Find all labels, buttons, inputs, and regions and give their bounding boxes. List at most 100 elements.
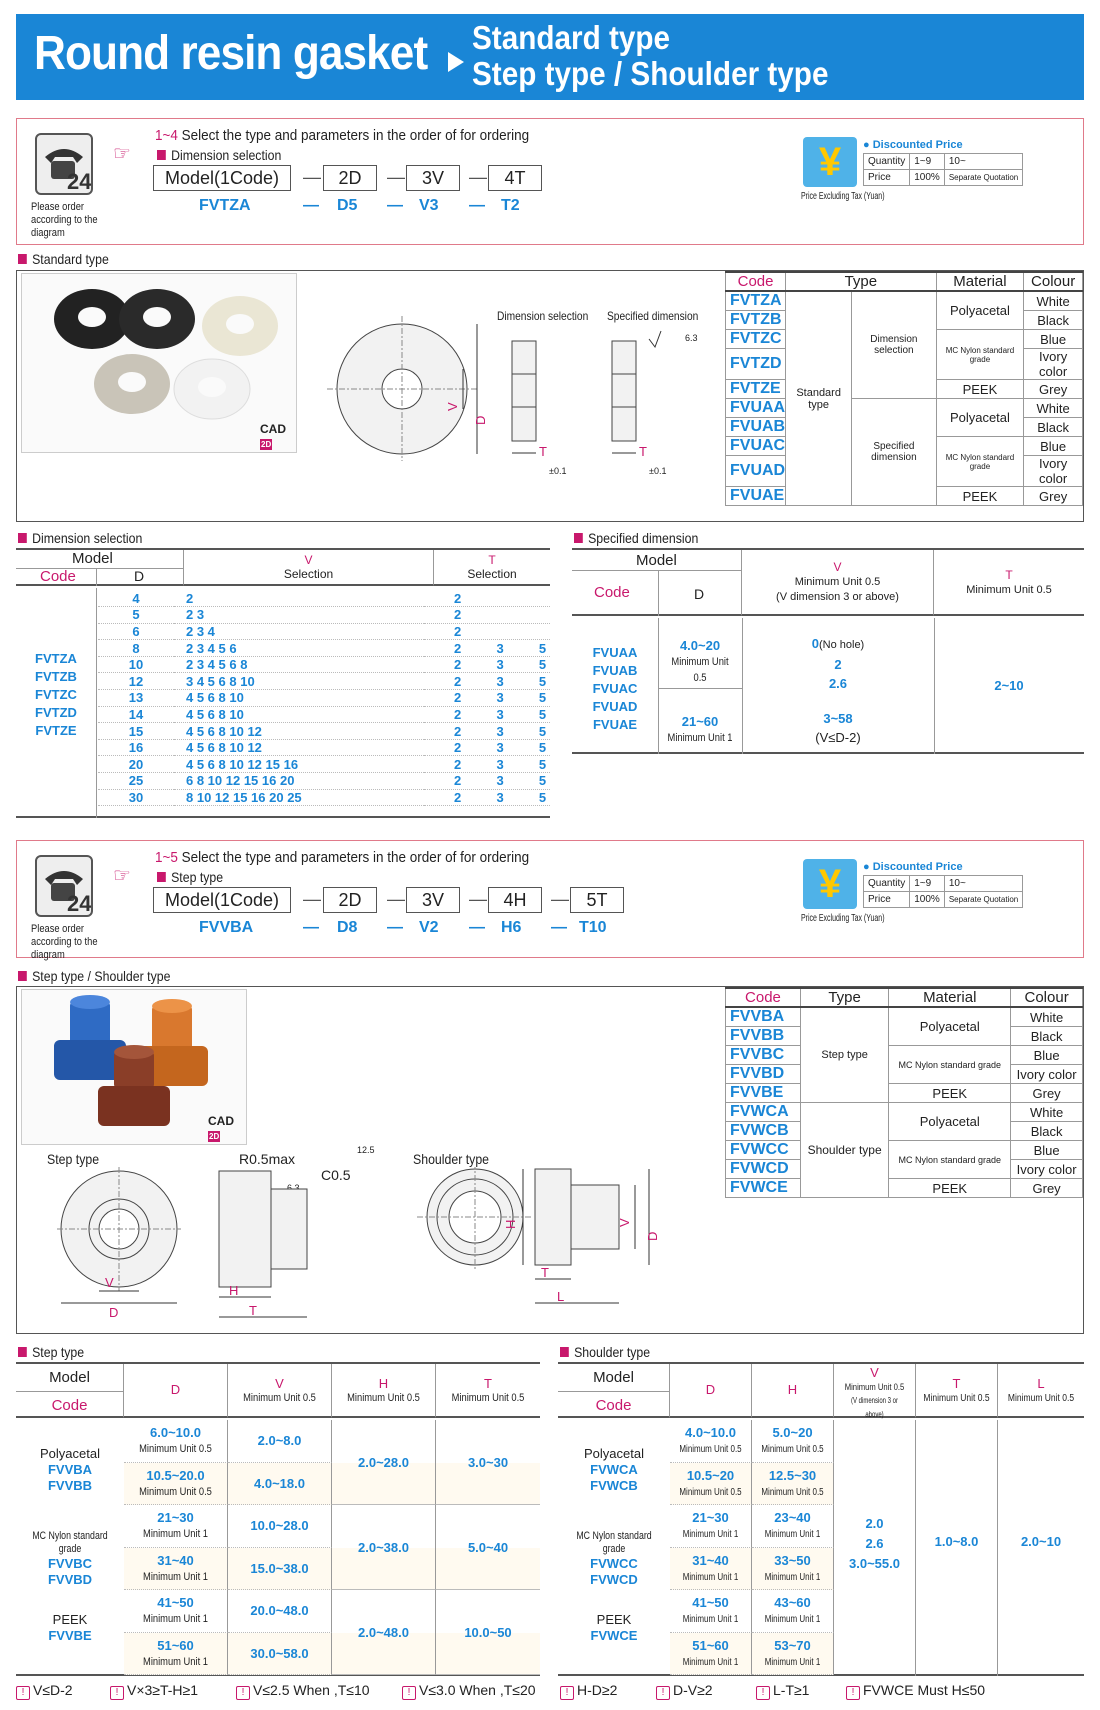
code: FVWCD <box>590 1572 638 1587</box>
d-note: Minimum Unit 0.5 <box>139 1443 212 1455</box>
h-h: H <box>378 1376 389 1391</box>
v-cell: 3 4 5 6 8 10 <box>174 672 424 691</box>
cad-badge[interactable]: CAD 2D <box>260 422 286 450</box>
example-h: H6 <box>501 919 522 936</box>
v3: 3.0~55.0 <box>849 1556 900 1571</box>
h-t: T <box>488 553 496 567</box>
example-d: D8 <box>337 919 358 936</box>
d2-note: Minimum Unit 1 <box>667 732 733 744</box>
price-2: Separate Quotation <box>943 891 1024 908</box>
code-cell: FVUAA <box>724 398 787 418</box>
v2: 2 <box>834 657 842 672</box>
h-d: D <box>170 1382 181 1397</box>
col-header: Type <box>799 987 890 1008</box>
code-cell: FVUAB <box>724 417 787 437</box>
t-cell: 10.0~50 <box>436 1590 540 1675</box>
code-cell: FVTZB <box>724 310 787 330</box>
code-cell: FVVBB <box>725 1026 801 1046</box>
v-cell: 4 5 6 8 10 <box>174 706 424 724</box>
note: Minimum Unit 1 <box>682 1656 739 1668</box>
v-cell: 4 5 6 8 10 12 15 16 <box>174 755 424 774</box>
h-l-note: Minimum Unit 0.5 <box>1007 1393 1075 1404</box>
t-cell: 2 <box>424 623 550 641</box>
divider <box>572 570 742 571</box>
cad-label: CAD <box>260 422 286 436</box>
code: FVTZB <box>35 669 77 684</box>
dash: — <box>387 197 403 214</box>
code-cell: FVTZA <box>724 290 787 311</box>
qty-label: Quantity <box>862 153 911 170</box>
h-code: Code <box>16 1391 123 1419</box>
d-value: 51~60 <box>157 1637 194 1653</box>
sh-d-header: D <box>670 1364 752 1418</box>
price-1: 100% <box>909 169 945 186</box>
value: 5.0~20 <box>772 1425 813 1440</box>
specified-dimension-title: Specified dimension <box>574 530 698 546</box>
roughness-63-label: 6.3 <box>287 1183 300 1193</box>
note: Minimum Unit 1 <box>682 1529 739 1540</box>
qty-label: Quantity <box>862 875 911 892</box>
code-cell: FVWCB <box>725 1121 801 1141</box>
colour-cell: Ivory color <box>1010 1064 1083 1084</box>
h-v-note: Minimum Unit 0.5 <box>844 1382 905 1392</box>
yen-icon: ¥ <box>803 137 857 187</box>
note: Minimum Unit 1 <box>764 1614 821 1625</box>
dash: — <box>387 167 405 187</box>
value: 43~60 <box>774 1595 811 1610</box>
v1: 0 <box>811 636 819 651</box>
colour-cell: Black <box>1023 310 1083 330</box>
d-note: Minimum Unit 1 <box>143 1570 208 1583</box>
footnote-4: !V≤3.0 When ,T≤20 <box>402 1682 536 1700</box>
value: 31~40 <box>692 1552 729 1568</box>
t-cell: 5.0~40 <box>436 1505 540 1590</box>
cad-badge[interactable]: CAD 2D <box>208 1114 234 1142</box>
standard-type-title: Standard type <box>18 251 109 267</box>
sh-h-header: H <box>752 1364 834 1418</box>
t-cell: 2 <box>424 590 550 608</box>
t-cell: 2 3 5 <box>424 706 550 724</box>
type-cell: Standard type <box>785 290 853 506</box>
value: 12.5~30 <box>768 1467 817 1483</box>
step-range: 1~4 <box>155 127 178 144</box>
d-cell: 6 <box>98 623 174 641</box>
dash: — <box>551 889 569 909</box>
svg-text:T: T <box>539 444 547 459</box>
divider <box>96 588 97 818</box>
h-v: V <box>833 560 842 574</box>
note: Minimum Unit 0.5 <box>761 1444 824 1455</box>
footnote-text: V≤2.5 When ,T≤10 <box>253 1682 370 1698</box>
phone-24-icon: 24 <box>35 855 93 917</box>
svg-text:D: D <box>473 416 488 425</box>
gasket-photo: CAD 2D <box>21 273 297 453</box>
step-drawing: V D H T H V D T L <box>57 1167 660 1320</box>
h-cell: 2.0~38.0 <box>332 1505 436 1590</box>
code: FVWCE <box>590 1628 638 1643</box>
colour-cell: Ivory color <box>1023 348 1083 380</box>
t-cell: 2 3 5 <box>424 722 550 740</box>
material-cell: MC Nylon standard grade <box>935 329 1025 380</box>
d-cell: 15 <box>98 722 174 740</box>
value: 21~30 <box>692 1510 729 1525</box>
material-cell: Polyacetal <box>935 398 1025 437</box>
pointing-hand-icon: ☞ <box>113 143 131 165</box>
v1: 2.0 <box>865 1516 884 1531</box>
colour-cell: Black <box>1023 417 1083 437</box>
instruction-text: Select the type and parameters in the or… <box>181 849 530 866</box>
h-tnote: Minimum Unit 0.5 <box>966 584 1052 596</box>
dash: — <box>551 919 567 936</box>
